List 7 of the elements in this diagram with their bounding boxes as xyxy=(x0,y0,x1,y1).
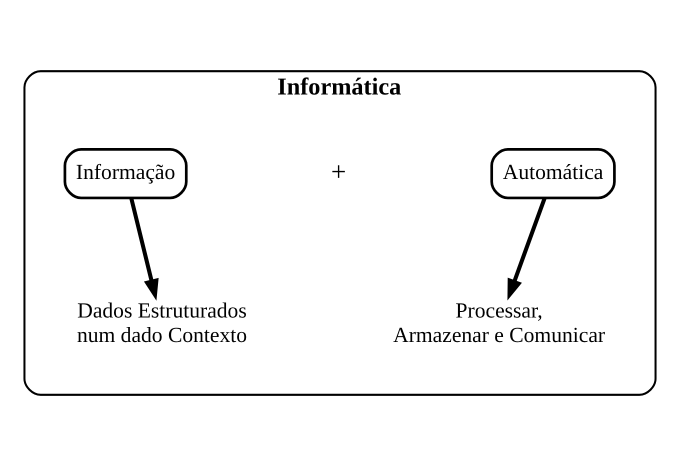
node-text: Dados Estruturados num dado Contexto xyxy=(76,298,248,346)
arrow xyxy=(129,197,159,300)
node-box: Automática xyxy=(490,148,616,199)
node-text: Processar, Armazenar e Comunicar xyxy=(393,298,606,346)
node-box: Informação xyxy=(64,148,188,199)
label: + xyxy=(331,156,346,186)
arrow xyxy=(507,197,547,300)
